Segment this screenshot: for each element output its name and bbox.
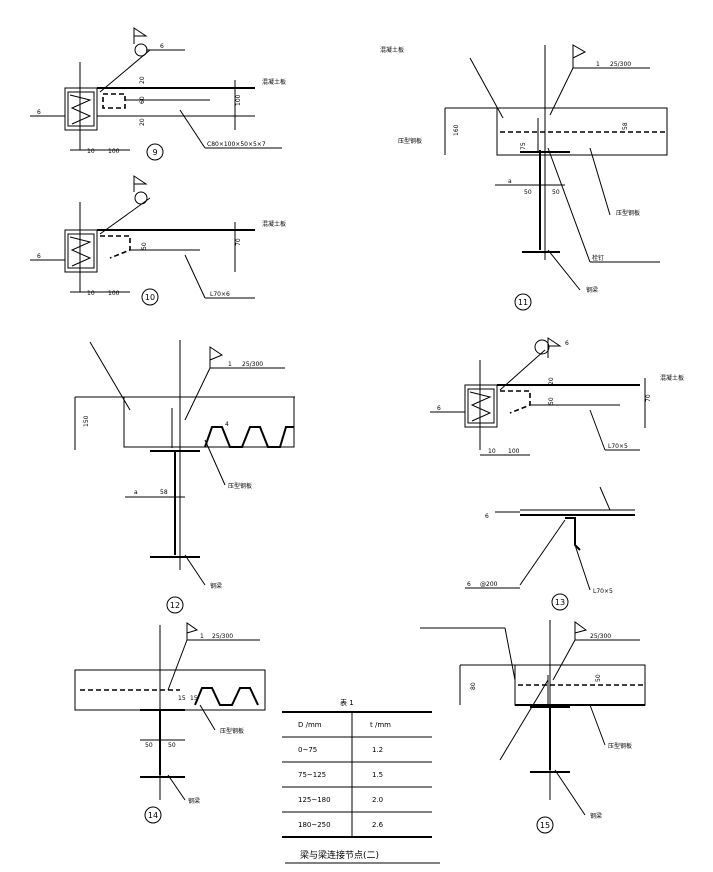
dim-label: 6 xyxy=(485,513,489,520)
detail-number: 11 xyxy=(518,298,528,307)
dim-label: 58 xyxy=(622,122,629,130)
detail-10: 6 50 70 10 100 混凝土板 L70×6 10 xyxy=(30,175,286,306)
dim-label: 4 xyxy=(225,421,229,428)
dim-label: a xyxy=(508,178,512,185)
dim-label: 100 xyxy=(108,290,120,297)
member-label: L70×6 xyxy=(210,291,230,298)
flag-size-label: 6 xyxy=(565,340,569,347)
detail-12: 1 25/300 150 a 58 4 压型钢板 钢梁 12 xyxy=(74,340,295,614)
dim-label: 20 xyxy=(139,76,146,84)
table-header: t /mm xyxy=(370,721,391,729)
table-cell: 0~75 xyxy=(298,746,317,754)
weld-spec: 25/300 xyxy=(212,633,233,640)
dim-label: 50 xyxy=(552,189,560,196)
dim-label: 50 xyxy=(145,742,153,749)
dim-label: 20 xyxy=(548,377,555,385)
beam-label: 钢梁 xyxy=(590,812,602,820)
table-cell: 2.0 xyxy=(372,796,383,804)
edge-label: 混凝土板 xyxy=(660,374,684,382)
dim-label: 15 xyxy=(178,695,186,702)
dim-label: 60 xyxy=(139,96,146,104)
weld-no: 1 xyxy=(200,633,204,640)
beam-label: 钢梁 xyxy=(586,286,598,294)
dim-label: 10 xyxy=(87,148,95,155)
detail-number: 15 xyxy=(540,821,550,830)
deck-label: 压型钢板 xyxy=(220,727,244,735)
beam-label: 钢梁 xyxy=(188,797,200,805)
weld-spec: 25/300 xyxy=(590,633,611,640)
dim-label: 58 xyxy=(160,489,168,496)
slab-label: 混凝土板 xyxy=(380,46,404,54)
dim-label: 50 xyxy=(595,674,602,682)
detail-number: 12 xyxy=(170,601,180,610)
dim-label: 15 xyxy=(190,695,198,702)
sheet-title-group: 梁与梁连接节点(二) xyxy=(285,849,440,864)
detail-number: 10 xyxy=(145,293,155,302)
edge-label: 混凝土板 xyxy=(262,220,286,228)
detail-number: 13 xyxy=(555,598,565,607)
dim-label: 100 xyxy=(235,94,242,106)
data-table: 表 1 D /mm t /mm 0~75 1.2 75~125 1.5 125~… xyxy=(282,698,432,838)
deck-label: 压型钢板 xyxy=(228,482,252,490)
weld-no: 1 xyxy=(228,361,232,368)
dim-label: 70 xyxy=(645,394,652,402)
dim-label: 50 xyxy=(548,397,555,405)
dim-label: 10 xyxy=(87,290,95,297)
deck-label: 压型钢板 xyxy=(608,742,632,750)
table-header: D /mm xyxy=(298,721,322,729)
table-cell: 75~125 xyxy=(298,771,326,779)
detail-14: 1 25/300 50 50 15 15 压型钢板 钢梁 14 xyxy=(74,622,266,824)
table-cell: 180~250 xyxy=(298,821,331,829)
dim-label: 20 xyxy=(139,118,146,126)
weld-left-label: 6 xyxy=(437,405,441,412)
dim-label: 150 xyxy=(83,415,90,427)
edge-label: 混凝土板 xyxy=(262,78,286,86)
dim-label: 50 xyxy=(141,242,148,250)
weld-left-label: 6 xyxy=(37,253,41,260)
stud-label: 栓钉 xyxy=(592,254,604,262)
dim-label: 50 xyxy=(168,742,176,749)
detail-13-section: 6 6 @200 L70×5 13 xyxy=(465,486,635,611)
detail-13-plan: 6 6 20 50 70 10 100 混凝土板 L70×5 xyxy=(430,337,684,456)
dim-label: 100 xyxy=(108,148,120,155)
dim-label: 70 xyxy=(235,238,242,246)
flag-size-label: 6 xyxy=(160,43,164,50)
side-label: 压型钢板 xyxy=(398,137,422,145)
table-title: 表 1 xyxy=(340,698,354,707)
weld-spec: 25/300 xyxy=(610,61,631,68)
beam-label: 钢梁 xyxy=(210,582,222,590)
detail-15: 25/300 50 80 压型钢板 钢梁 15 xyxy=(420,620,646,834)
dim-label: a xyxy=(134,489,138,496)
detail-number: 14 xyxy=(148,811,158,820)
weld-left-label: 6 xyxy=(37,109,41,116)
detail-9: 6 6 20 60 20 100 10 100 混凝土板 C80×100×50×… xyxy=(30,27,286,161)
dim-label: 160 xyxy=(453,124,460,136)
deck-label: 压型钢板 xyxy=(616,209,640,217)
member-label: C80×100×50×5×7 xyxy=(207,141,266,148)
sheet-title: 梁与梁连接节点(二) xyxy=(300,849,379,861)
detail-number: 9 xyxy=(152,148,157,157)
dim-label: 50 xyxy=(524,189,532,196)
angle-label: L70×5 xyxy=(593,588,613,595)
dim-label: 10 xyxy=(488,448,496,455)
weld-spacing: @200 xyxy=(480,581,498,588)
table-cell: 2.6 xyxy=(372,821,384,829)
detail-11: 混凝土板 压型钢板 1 25/300 160 75 58 a 50 50 压型钢… xyxy=(380,44,668,311)
table-cell: 1.5 xyxy=(372,771,383,779)
weld-no: 1 xyxy=(596,61,600,68)
table-cell: 125~180 xyxy=(298,796,331,804)
table-cell: 1.2 xyxy=(372,746,383,754)
weld-spec: 25/300 xyxy=(242,361,263,368)
dim-label: 75 xyxy=(520,142,527,150)
weld-size: 6 xyxy=(467,581,471,588)
dim-label: 80 xyxy=(470,682,477,690)
dim-label: 100 xyxy=(508,448,520,455)
member-label: L70×5 xyxy=(608,443,628,450)
